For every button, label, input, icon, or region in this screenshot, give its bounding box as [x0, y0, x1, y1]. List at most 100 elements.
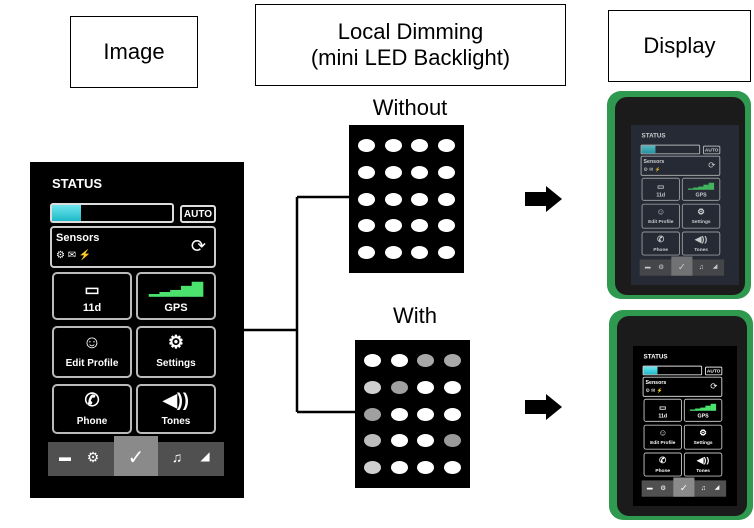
led-dot	[411, 138, 429, 152]
mini-sensor-status-icons: ⚙ ✉ ⚡	[643, 167, 661, 173]
shoe-icon: ◢	[200, 449, 210, 463]
sync-icon: ⟳	[708, 160, 716, 171]
music-icon: ♫	[171, 449, 183, 465]
auto-button: AUTO	[180, 205, 216, 223]
mini-dock-bar: ▬ ⚙ ✓ ♫ ◢	[639, 256, 725, 276]
arrow-bottom-icon	[525, 394, 562, 420]
mini-screen-content: STATUS AUTO Sensors ⚙ ✉ ⚡ ⟳ ▭ 11d ▁▂▃▅▇ …	[633, 346, 736, 506]
mini-tile-tones: ◀)) Tones	[683, 452, 723, 477]
people-icon: ☺	[658, 427, 668, 438]
mini-checkmark-tab	[671, 256, 693, 276]
led-dot	[390, 434, 408, 448]
led-dot	[411, 219, 429, 233]
mini-screen-content: STATUS AUTO Sensors ⚙ ✉ ⚡ ⟳ ▭ 11d ▁▂▃▅▇ …	[631, 125, 734, 285]
mini-tile-11d: ▭ 11d	[641, 177, 680, 201]
led-dot	[390, 380, 408, 394]
led-dot	[437, 138, 455, 152]
sensors-label: Sensors	[56, 232, 100, 244]
signal-bars-icon: ▁▂▃▅▇	[690, 402, 717, 411]
led-dot	[411, 246, 429, 260]
led-dot	[443, 407, 461, 421]
led-grid-with	[355, 340, 470, 488]
mini-tile-label: Tones	[694, 246, 708, 253]
mini-tile-label: 11d	[656, 192, 666, 198]
mini-tile-label: Settings	[693, 440, 713, 446]
mini-sensors-label: Sensors	[645, 379, 667, 386]
display-photo-without: STATUS AUTO Sensors ⚙ ✉ ⚡ ⟳ ▭ 11d ▁▂▃▅▇ …	[607, 91, 751, 299]
phone-icon: ✆	[84, 390, 100, 410]
led-dot	[443, 434, 461, 448]
settings-icon: ⚙	[86, 449, 100, 465]
led-dot	[384, 165, 402, 179]
led-dot	[443, 461, 461, 475]
mini-auto-button: AUTO	[703, 145, 721, 155]
led-dot	[390, 353, 408, 367]
mini-tile-tones: ◀)) Tones	[681, 231, 721, 256]
sync-icon: ⟳	[710, 381, 718, 392]
card-icon: ▬	[644, 263, 651, 270]
checkmark-icon: ✓	[679, 482, 688, 494]
screen-content: STATUS AUTO Sensors ⚙ ✉ ⚡ ⟳ ▭ 11d ▁▂▃▅▇ …	[30, 162, 244, 498]
people-icon: ☺	[82, 332, 102, 352]
settings-icon: ⚙	[658, 262, 665, 271]
mini-tile-settings: ⚙ Settings	[681, 203, 721, 229]
led-dot	[384, 138, 402, 152]
led-dot	[384, 246, 402, 260]
battery-icon: ▭	[84, 282, 100, 299]
without-label: Without	[372, 95, 448, 120]
mini-tile-label: 11d	[658, 413, 668, 419]
led-dot	[358, 219, 376, 233]
mini-sensors-row: Sensors ⚙ ✉ ⚡ ⟳	[640, 155, 721, 176]
phone-icon: ✆	[659, 455, 667, 466]
led-dot	[417, 407, 435, 421]
brightness-bar	[50, 203, 174, 223]
checkmark-icon: ✓	[677, 261, 686, 273]
image-header-text: Image	[103, 39, 165, 64]
led-dot	[358, 165, 376, 179]
dock-bar: ▬ ⚙ ✓ ♫ ◢	[48, 436, 224, 476]
led-dot	[358, 192, 376, 206]
mini-tile-label: Tones	[696, 467, 710, 474]
image-header: Image	[70, 16, 198, 88]
with-label: With	[393, 303, 437, 328]
speaker-icon: ◀))	[696, 455, 710, 466]
source-image: STATUS AUTO Sensors ⚙ ✉ ⚡ ⟳ ▭ 11d ▁▂▃▅▇ …	[30, 162, 244, 498]
sensors-row: Sensors ⚙ ✉ ⚡ ⟳	[50, 226, 216, 268]
led-dot	[364, 434, 382, 448]
status-title: STATUS	[52, 176, 103, 191]
mini-tile-gps: ▁▂▃▅▇ GPS	[681, 177, 721, 201]
led-dot	[437, 165, 455, 179]
tile-gps: ▁▂▃▅▇ GPS	[136, 272, 216, 320]
mini-tile-phone: ✆ Phone	[641, 231, 680, 256]
led-dot	[364, 407, 382, 421]
mini-sensors-row: Sensors ⚙ ✉ ⚡ ⟳	[642, 376, 723, 397]
speaker-icon: ◀))	[694, 234, 708, 245]
tile-label: Edit Profile	[65, 358, 119, 369]
led-dot	[443, 353, 461, 367]
mini-tile-settings: ⚙ Settings	[683, 424, 723, 450]
mini-checkmark-tab	[673, 477, 695, 497]
mini-tile-label: GPS	[695, 192, 707, 198]
sync-icon: ⟳	[190, 236, 206, 256]
led-dot	[384, 219, 402, 233]
local-dimming-header-text: Local Dimming (mini LED Backlight)	[310, 19, 511, 70]
battery-icon: ▭	[659, 403, 667, 412]
brightness-fill	[52, 205, 81, 221]
led-dot	[443, 380, 461, 394]
mini-status-title: STATUS	[641, 131, 666, 139]
mini-brightness-fill	[641, 145, 656, 154]
mini-tile-phone: ✆ Phone	[643, 452, 682, 477]
arrow-top-icon	[525, 186, 562, 212]
music-icon: ♫	[699, 262, 705, 271]
led-dot	[417, 434, 435, 448]
local-dimming-header: Local Dimming (mini LED Backlight)	[255, 4, 566, 86]
settings-icon: ⚙	[660, 483, 667, 492]
display-photo-with: STATUS AUTO Sensors ⚙ ✉ ⚡ ⟳ ▭ 11d ▁▂▃▅▇ …	[609, 310, 753, 520]
mini-dock-bar: ▬ ⚙ ✓ ♫ ◢	[641, 477, 727, 497]
tile-settings: ⚙ Settings	[136, 326, 216, 378]
mini-sensor-status-icons: ⚙ ✉ ⚡	[645, 388, 663, 394]
shoe-icon: ◢	[712, 262, 718, 270]
display-screen-with: STATUS AUTO Sensors ⚙ ✉ ⚡ ⟳ ▭ 11d ▁▂▃▅▇ …	[633, 346, 737, 506]
sensor-status-icons: ⚙ ✉ ⚡	[56, 250, 92, 261]
